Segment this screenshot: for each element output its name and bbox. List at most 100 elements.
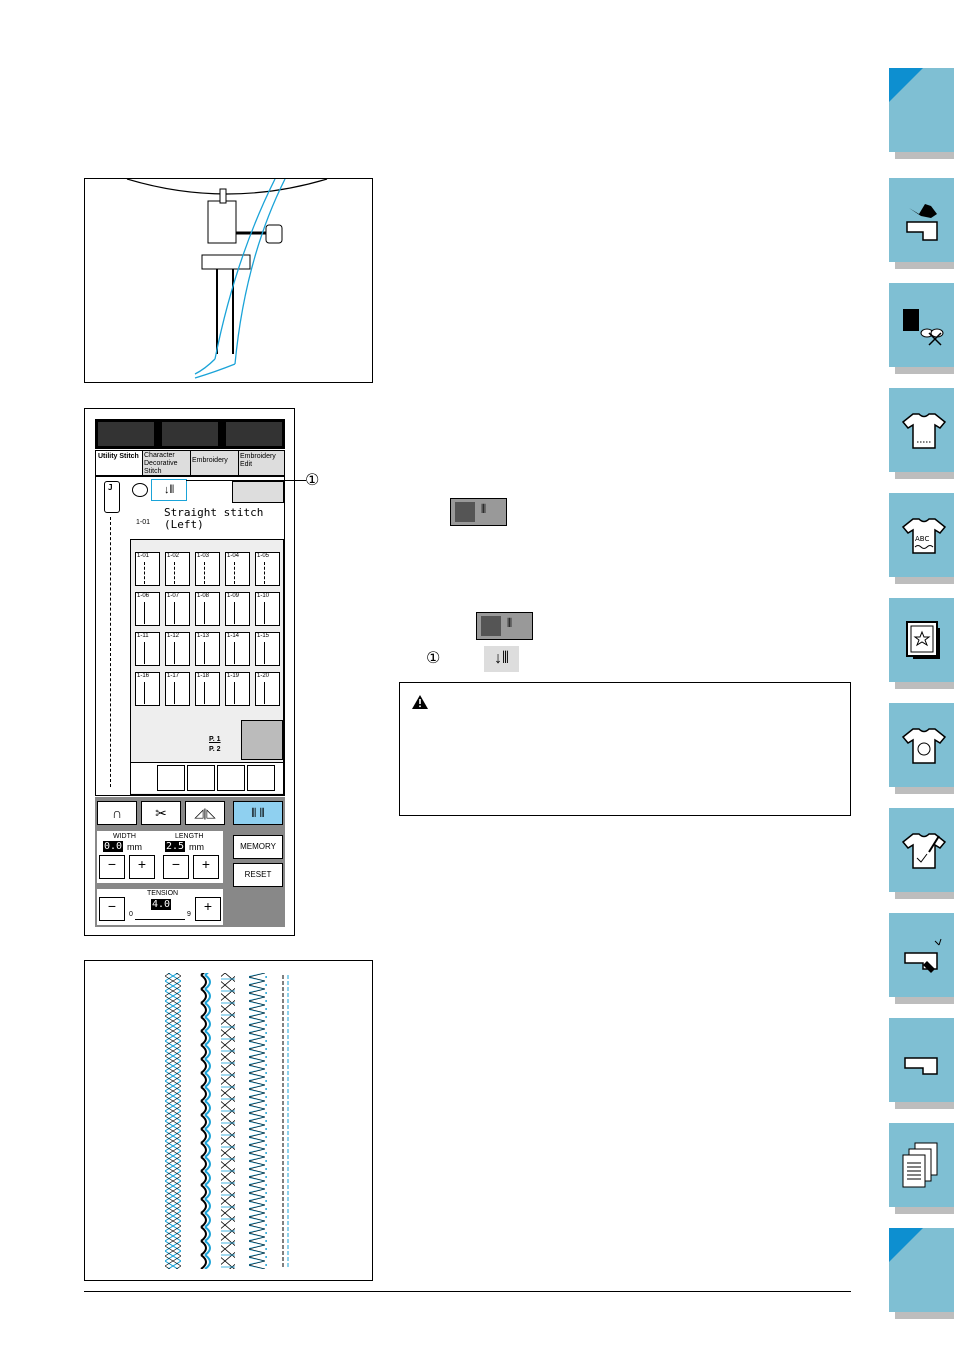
tension-value: 4.0 [151,899,172,910]
stitch-cell[interactable]: 1-18 [195,672,220,706]
stitch-cell[interactable]: 1-19 [225,672,250,706]
stitch-preview [234,562,243,584]
tab-character-decorative[interactable]: Character Decorative Stitch [142,451,190,475]
stitch-code-label: 1-07 [167,593,180,599]
length-minus-button[interactable]: − [163,855,189,879]
stitch-cell[interactable]: 1-06 [135,592,160,626]
mirror-button[interactable]: ◿|◺ [185,801,225,825]
stitch-preview [234,602,243,624]
stitch-cell[interactable]: 1-11 [135,632,160,666]
side-tab-1[interactable] [889,68,954,159]
stitch-code-label: 1-09 [227,593,240,599]
help-button[interactable] [161,421,219,447]
category-button-4[interactable] [247,765,275,791]
stitch-preview [264,562,273,584]
stitch-cell[interactable]: 1-16 [135,672,160,706]
width-label: WIDTH [113,833,136,840]
twin-needle-key-selected-icon: ⫴ [476,612,533,640]
width-length-panel: WIDTH 0.0 mm − + LENGTH 2.5 mm − + [97,831,223,883]
guide-line [110,517,111,787]
stitch-cell[interactable]: 1-08 [195,592,220,626]
memory-button[interactable]: MEMORY [233,835,283,859]
width-plus-button[interactable]: + [129,855,155,879]
length-unit: mm [189,842,204,852]
shirt-icon [901,413,947,449]
stitch-cell[interactable]: 1-03 [195,552,220,586]
side-tab-5[interactable]: ABC [889,493,954,584]
length-plus-button[interactable]: + [193,855,219,879]
stitch-preview [144,642,153,664]
stitch-cell[interactable]: 1-17 [165,672,190,706]
stitch-cell[interactable]: 1-02 [165,552,190,586]
stitch-cell[interactable]: 1-15 [255,632,280,666]
tab-utility-stitch[interactable]: Utility Stitch [96,451,142,475]
twin-needle-button[interactable]: ⫴ ⫴ [233,801,283,825]
settings-button[interactable] [225,421,283,447]
side-tab-12[interactable] [889,1228,954,1319]
side-tab-10[interactable] [889,1018,954,1109]
warning-icon [412,695,428,709]
stitch-code-label: 1-18 [197,673,210,679]
scissors-icon[interactable]: ✂ [141,801,181,825]
tension-minus-button[interactable]: − [99,897,125,921]
stitch-info-button[interactable] [232,481,284,503]
twin-needle-indicator-legend-icon: ↓⫴ [484,646,519,672]
footer-rule [84,1291,851,1292]
tension-max: 9 [187,911,191,918]
sewing-mode-button[interactable] [97,421,155,447]
stitch-preview [144,682,153,704]
width-unit: mm [127,842,142,852]
stitch-cell[interactable]: 1-07 [165,592,190,626]
page-current: P. 1 [209,736,221,743]
side-tab-8[interactable] [889,808,954,899]
side-tab-7[interactable] [889,703,954,794]
tab-embroidery-edit[interactable]: Embroidery Edit [238,451,284,475]
side-tab-9[interactable] [889,913,954,1004]
reverse-button[interactable]: ∩ [97,801,137,825]
stitch-preview [264,642,273,664]
svg-text:ABC: ABC [915,535,929,543]
stitch-preview [144,602,153,624]
reset-button[interactable]: RESET [233,863,283,887]
stitch-code-label: 1-03 [197,553,210,559]
stitch-cell[interactable]: 1-12 [165,632,190,666]
twin-needle-indicator-icon: ↓⫴ [151,479,187,501]
shirt-embroidery-icon [901,728,947,764]
stitch-code-label: 1-20 [257,673,270,679]
tension-plus-button[interactable]: + [195,897,221,921]
sewing-machine-icon [904,1057,938,1075]
stitch-samples-drawing [165,973,289,1269]
stitch-preview [174,602,183,624]
stitch-code: 1-01 [136,519,151,526]
tension-scale [135,915,185,920]
stitch-cell[interactable]: 1-20 [255,672,280,706]
width-minus-button[interactable]: − [99,855,125,879]
presser-foot-code: J [108,483,113,492]
category-button-1[interactable] [157,765,185,791]
tab-embroidery[interactable]: Embroidery [190,451,238,475]
stitch-cell[interactable]: 1-04 [225,552,250,586]
stitch-code-label: 1-16 [137,673,150,679]
side-tab-2[interactable] [889,178,954,269]
stitch-cell[interactable]: 1-09 [225,592,250,626]
stitch-code-label: 1-01 [137,553,150,559]
side-tab-11[interactable] [889,1123,954,1214]
category-button-2[interactable] [187,765,215,791]
lcd-top-bar [95,419,285,449]
side-tab-4[interactable] [889,388,954,479]
stitch-cell[interactable]: 1-13 [195,632,220,666]
stitch-cell[interactable]: 1-01 [135,552,160,586]
legend-number: ① [426,648,441,667]
stitch-cell[interactable]: 1-14 [225,632,250,666]
stitch-grid: 1-01 1-02 1-03 1-04 1-05 1-06 1-07 1-08 1-09 1-10… [130,539,284,795]
stitch-cell[interactable]: 1-05 [255,552,280,586]
side-tab-3[interactable] [889,283,954,374]
side-tab-6[interactable] [889,598,954,689]
page-turn-button[interactable] [241,720,283,760]
category-button-3[interactable] [217,765,245,791]
stitch-code-label: 1-05 [257,553,270,559]
stitch-cell[interactable]: 1-10 [255,592,280,626]
twin-needle-illustration [84,178,373,383]
stitch-code-label: 1-13 [197,633,210,639]
stitch-preview [174,642,183,664]
